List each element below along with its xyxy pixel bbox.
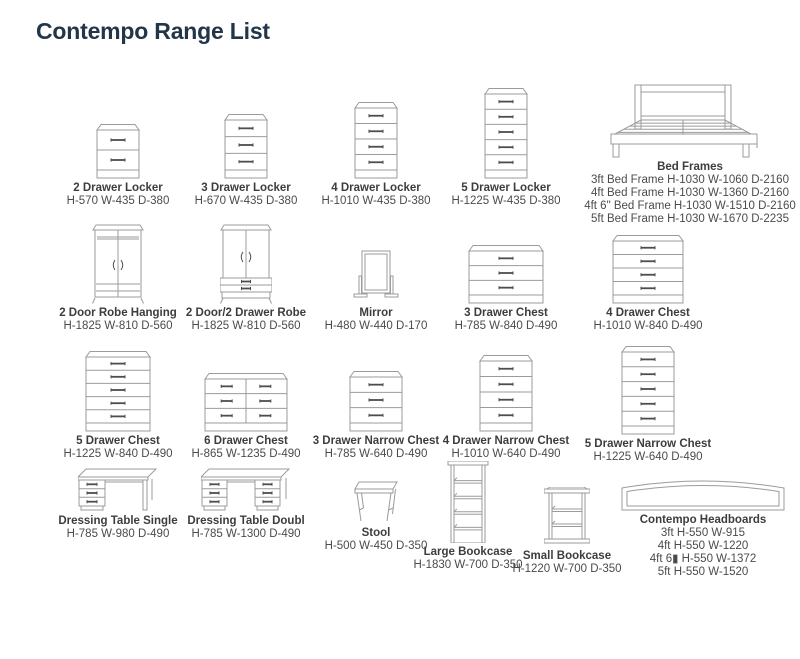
item-dims: 4ft Bed Frame H-1030 W-1360 D-2160 (591, 187, 789, 200)
item-dims: 5ft Bed Frame H-1030 W-1670 D-2235 (591, 213, 789, 226)
item-dims: H-785 W-840 D-490 (454, 320, 558, 333)
item-name: Dressing Table Doubl (187, 515, 305, 528)
dressing-table-double-drawing (201, 468, 291, 511)
2-door-2-drawer-robe-drawing (220, 224, 272, 304)
page-title: Contempo Range List (36, 18, 270, 44)
item-name: 3 Drawer Narrow Chest (312, 435, 440, 448)
mirror-drawing (353, 250, 399, 298)
item-dims: H-1825 W-810 D-560 (63, 320, 173, 333)
item-name: Bed Frames (657, 161, 723, 174)
item-3-drawer-narrow-chest: 3 Drawer Narrow Chest H-785 W-640 D-490 (306, 370, 446, 461)
item-name: 5 Drawer Locker (461, 182, 551, 195)
3-drawer-chest-drawing (468, 245, 544, 304)
dressing-table-single-drawing (78, 468, 158, 511)
item-dims: 4ft 6▮ H-550 W-1372 (649, 553, 757, 566)
item-dims: 5ft H-550 W-1520 (657, 566, 749, 579)
item-mirror: Mirror H-480 W-440 D-170 (306, 250, 446, 333)
small-bookcase-drawing (544, 487, 590, 544)
item-large-bookcase: Large Bookcase H-1830 W-700 D-350 (398, 461, 538, 572)
item-4-drawer-narrow-chest: 4 Drawer Narrow Chest H-1010 W-640 D-490 (436, 354, 576, 461)
item-6-drawer-chest: 6 Drawer Chest H-865 W-1235 D-490 (176, 372, 316, 461)
item-dims: H-1010 W-435 D-380 (321, 195, 431, 208)
item-name: 3 Drawer Chest (464, 307, 548, 320)
item-dims: H-785 W-1300 D-490 (191, 528, 301, 541)
3-drawer-locker-drawing (224, 114, 268, 179)
5-drawer-narrow-chest-drawing (621, 346, 675, 435)
4-drawer-locker-drawing (354, 102, 398, 179)
item-name: 4 Drawer Narrow Chest (442, 435, 570, 448)
item-contempo-headboards: Contempo Headboards 3ft H-550 W-915 4ft … (608, 473, 798, 579)
item-dims: H-785 W-640 D-490 (324, 448, 428, 461)
item-dressing-table-double: Dressing Table Doubl H-785 W-1300 D-490 (176, 468, 316, 541)
item-dims: H-500 W-450 D-350 (324, 540, 428, 553)
item-dims: H-1825 W-810 D-560 (191, 320, 301, 333)
bed-frame-drawing (610, 84, 758, 158)
item-dims: H-1010 W-640 D-490 (451, 448, 561, 461)
6-drawer-chest-drawing (204, 373, 288, 432)
item-name: 2 Door/2 Drawer Robe (185, 307, 307, 320)
item-dims: 4ft 6" Bed Frame H-1030 W-1510 D-2160 (584, 200, 796, 213)
stool-drawing (354, 481, 398, 522)
item-name: Contempo Headboards (639, 514, 767, 527)
item-4-drawer-locker: 4 Drawer Locker H-1010 W-435 D-380 (306, 99, 446, 208)
item-dims: 4ft H-550 W-1220 (657, 540, 749, 553)
item-2-drawer-locker: 2 Drawer Locker H-570 W-435 D-380 (48, 120, 188, 208)
4-drawer-chest-drawing (612, 235, 684, 304)
item-2-door-2-drawer-robe: 2 Door/2 Drawer Robe H-1825 W-810 D-560 (176, 224, 316, 333)
item-dims: H-1220 W-700 D-350 (512, 563, 622, 576)
item-dims: H-670 W-435 D-380 (194, 195, 298, 208)
item-dims: H-1225 W-435 D-380 (451, 195, 561, 208)
item-dims: 3ft Bed Frame H-1030 W-1060 D-2160 (591, 174, 789, 187)
item-4-drawer-chest: 4 Drawer Chest H-1010 W-840 D-490 (578, 234, 718, 333)
item-5-drawer-chest: 5 Drawer Chest H-1225 W-840 D-490 (48, 350, 188, 461)
5-drawer-chest-drawing (85, 351, 151, 432)
item-dims: H-1225 W-640 D-490 (593, 451, 703, 464)
item-name: 4 Drawer Locker (331, 182, 421, 195)
item-name: Stool (361, 527, 391, 540)
item-small-bookcase: Small Bookcase H-1220 W-700 D-350 (497, 487, 637, 576)
2-door-robe-drawing (92, 224, 144, 304)
item-2-door-robe-hanging: 2 Door Robe Hanging H-1825 W-810 D-560 (48, 224, 188, 333)
item-name: 2 Drawer Locker (73, 182, 163, 195)
item-dims: 3ft H-550 W-915 (660, 527, 746, 540)
item-name: Small Bookcase (522, 550, 612, 563)
item-dims: H-785 W-980 D-490 (66, 528, 170, 541)
item-dims: H-480 W-440 D-170 (324, 320, 428, 333)
item-name: 2 Door Robe Hanging (59, 307, 177, 320)
item-dims: H-570 W-435 D-380 (66, 195, 170, 208)
item-name: 3 Drawer Locker (201, 182, 291, 195)
item-5-drawer-locker: 5 Drawer Locker H-1225 W-435 D-380 (436, 85, 576, 208)
item-name: 5 Drawer Chest (76, 435, 160, 448)
item-5-drawer-narrow-chest: 5 Drawer Narrow Chest H-1225 W-640 D-490 (578, 345, 718, 464)
item-dressing-table-single: Dressing Table Single H-785 W-980 D-490 (48, 468, 188, 541)
large-bookcase-drawing (447, 461, 489, 544)
item-name: Dressing Table Single (58, 515, 178, 528)
4-drawer-narrow-chest-drawing (479, 355, 533, 432)
5-drawer-locker-drawing (484, 88, 528, 179)
item-3-drawer-chest: 3 Drawer Chest H-785 W-840 D-490 (436, 244, 576, 333)
item-dims: H-1225 W-840 D-490 (63, 448, 173, 461)
item-name: 6 Drawer Chest (204, 435, 288, 448)
item-name: Mirror (359, 307, 393, 320)
item-name: Large Bookcase (423, 546, 513, 559)
3-drawer-narrow-chest-drawing (349, 371, 403, 432)
item-bed-frames: Bed Frames 3ft Bed Frame H-1030 W-1060 D… (584, 84, 796, 226)
item-name: 4 Drawer Chest (606, 307, 690, 320)
item-dims: H-865 W-1235 D-490 (191, 448, 301, 461)
item-name: 5 Drawer Narrow Chest (584, 438, 712, 451)
item-stool: Stool H-500 W-450 D-350 (306, 480, 446, 553)
item-dims: H-1830 W-700 D-350 (413, 559, 523, 572)
2-drawer-locker-drawing (96, 124, 140, 179)
headboard-drawing (621, 480, 785, 511)
item-3-drawer-locker: 3 Drawer Locker H-670 W-435 D-380 (176, 110, 316, 208)
item-dims: H-1010 W-840 D-490 (593, 320, 703, 333)
